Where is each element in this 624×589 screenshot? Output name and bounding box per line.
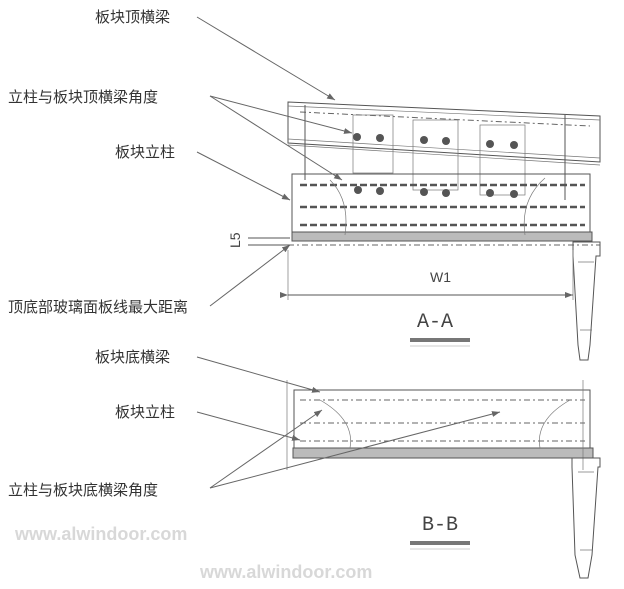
section-bb-drawing: [286, 380, 601, 579]
dimension-w1: W1: [430, 269, 451, 285]
section-aa-title: A-A: [417, 311, 453, 334]
section-bb-title: B-B: [422, 514, 458, 537]
watermark: www.alwindoor.com: [199, 562, 372, 582]
dimension-l5: L5: [227, 232, 243, 248]
label-top-beam: 板块顶横梁: [95, 8, 170, 26]
label-mullion-bb: 板块立柱: [115, 403, 175, 421]
watermark: www.alwindoor.com: [14, 524, 187, 544]
section-aa-drawing: W1 L5: [227, 101, 601, 361]
label-mullion-bottom-beam-angle: 立柱与板块底横梁角度: [8, 481, 158, 499]
label-mullion-top-beam-angle: 立柱与板块顶横梁角度: [8, 88, 158, 106]
label-bottom-beam: 板块底横梁: [95, 348, 170, 366]
bolt-holes: [353, 133, 518, 198]
section-bb-underline: [410, 541, 470, 545]
label-mullion-aa: 板块立柱: [115, 143, 175, 161]
watermarks: www.alwindoor.com www.alwindoor.com: [14, 524, 372, 582]
section-aa-underline: [410, 338, 470, 342]
label-max-distance: 顶底部玻璃面板线最大距离: [8, 298, 188, 316]
